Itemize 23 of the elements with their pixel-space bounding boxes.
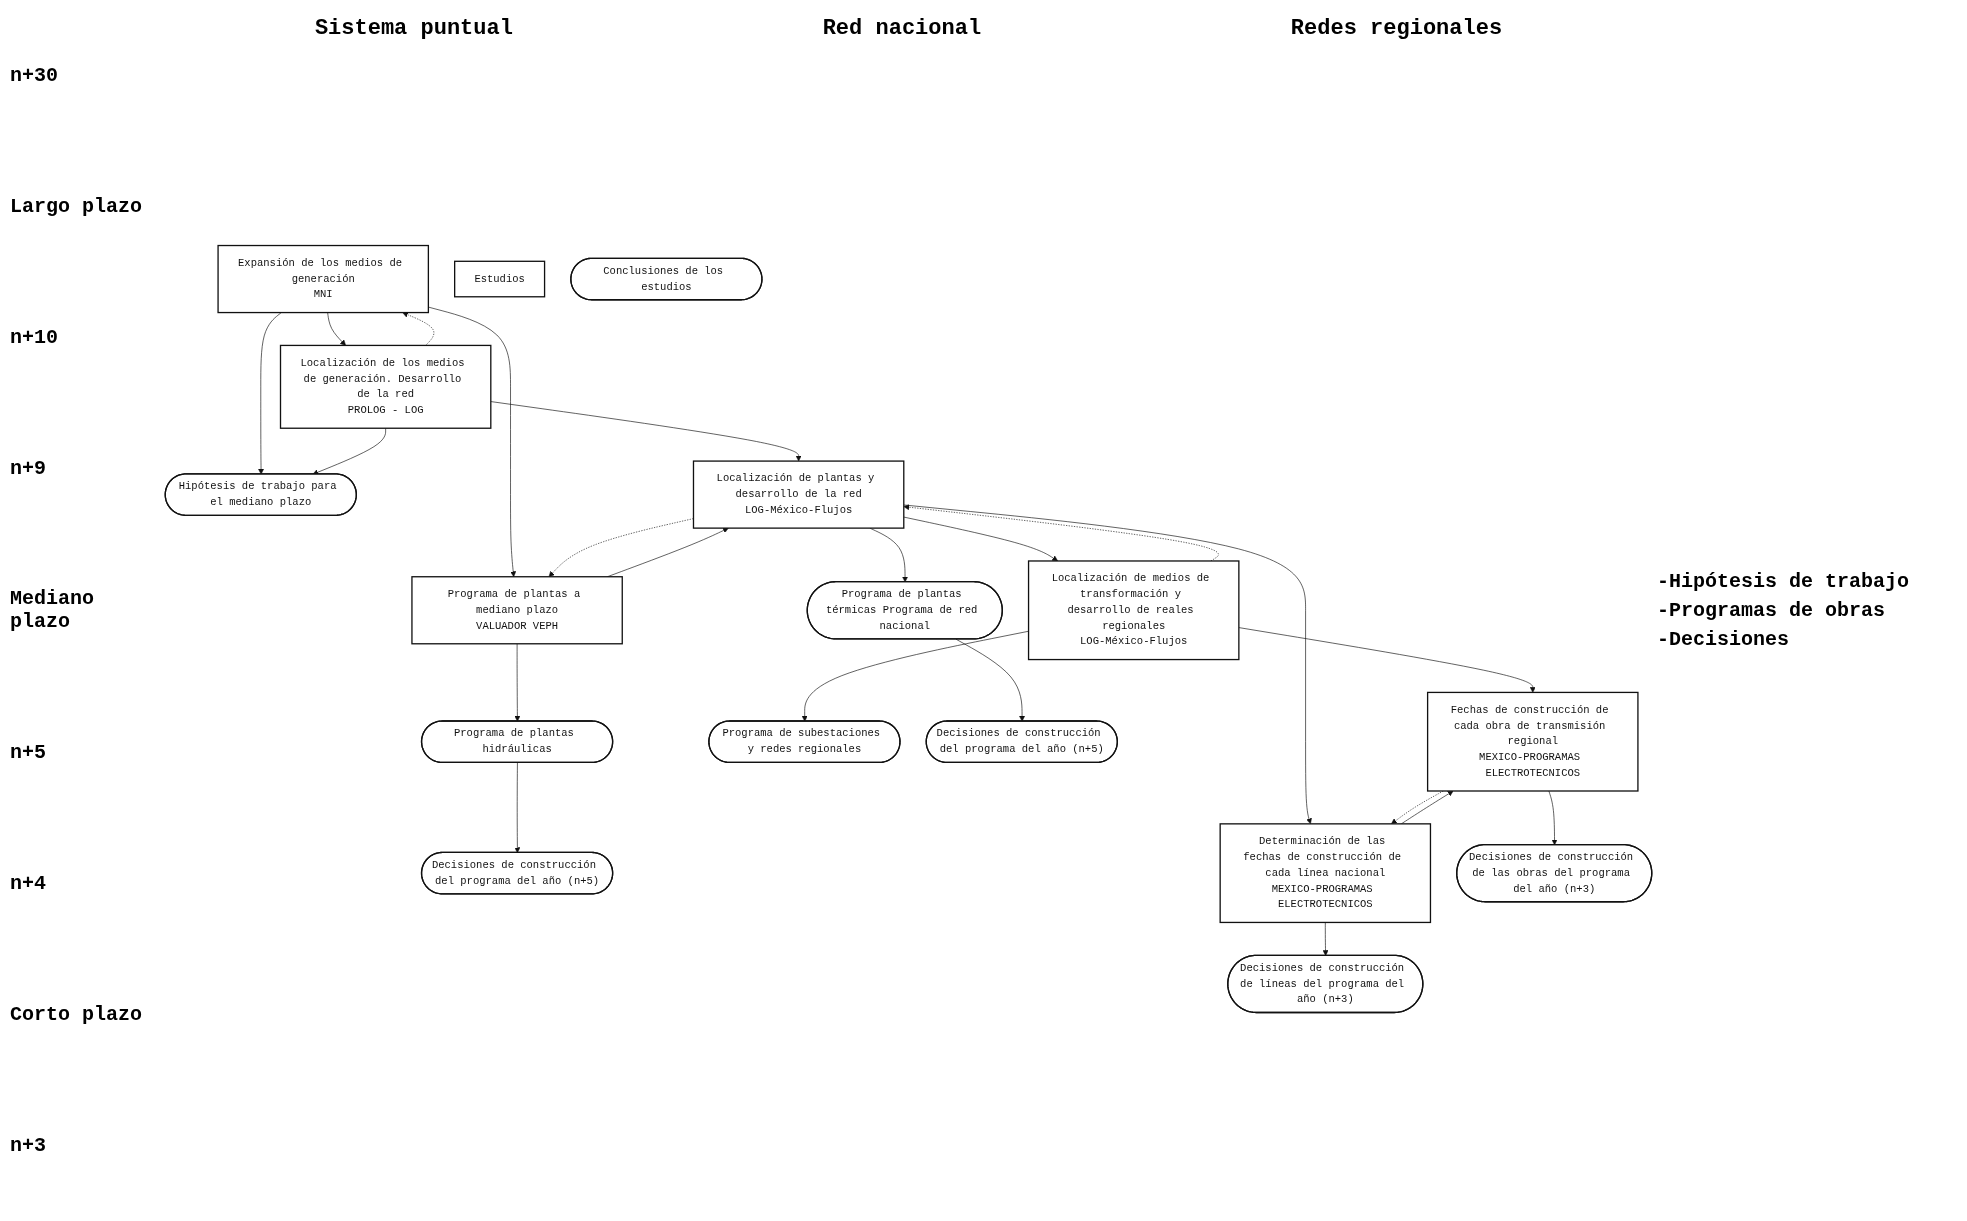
time-label: n+4 [10,872,47,896]
node-box: Fechas de construcción de cada obra de transmisión regional MEXICO-PROGRAMAS ELECTROTECNICOS [1426,691,1639,792]
node-box: Estudios [454,260,546,298]
time-label: n+10 [10,325,59,349]
time-label: Corto plazo [10,1003,144,1027]
time-label: n+5 [10,741,47,765]
node-box: Localización de los medios de generación. Desarrollo de la red PROLOG - LOG [279,344,492,429]
column-heading: Sistema puntual [314,16,513,41]
time-label: Largo plazo [10,194,144,218]
time-label: n+30 [10,63,59,87]
note-text: -Hipótesis de trabajo [1657,570,1911,593]
column-heading: Redes regionales [1290,16,1503,41]
node-box: Localización de plantas y desarrollo de la red LOG-México-Flujos [692,460,905,529]
column-heading: Red nacional [822,16,982,41]
node-box: Determinación de las fechas de construcción de cada línea nacional MEXICO-PROGRAMAS ELECTROTECNICOS [1219,823,1432,924]
note-text: -Decisiones [1657,628,1791,651]
node-box: Localización de medios de transformación y desarrollo de reales regionales LOG-México-Flujos [1027,560,1240,661]
time-label: Mediano plazo [10,587,95,634]
time-label: n+3 [10,1133,47,1157]
note-text: -Programas de obras [1657,599,1887,622]
time-label: n+9 [10,456,47,480]
node-box: Programa de plantas a mediano plazo VALUADOR VEPH [411,576,623,645]
node-box: Expansión de los medios de generación MNI [217,244,430,314]
